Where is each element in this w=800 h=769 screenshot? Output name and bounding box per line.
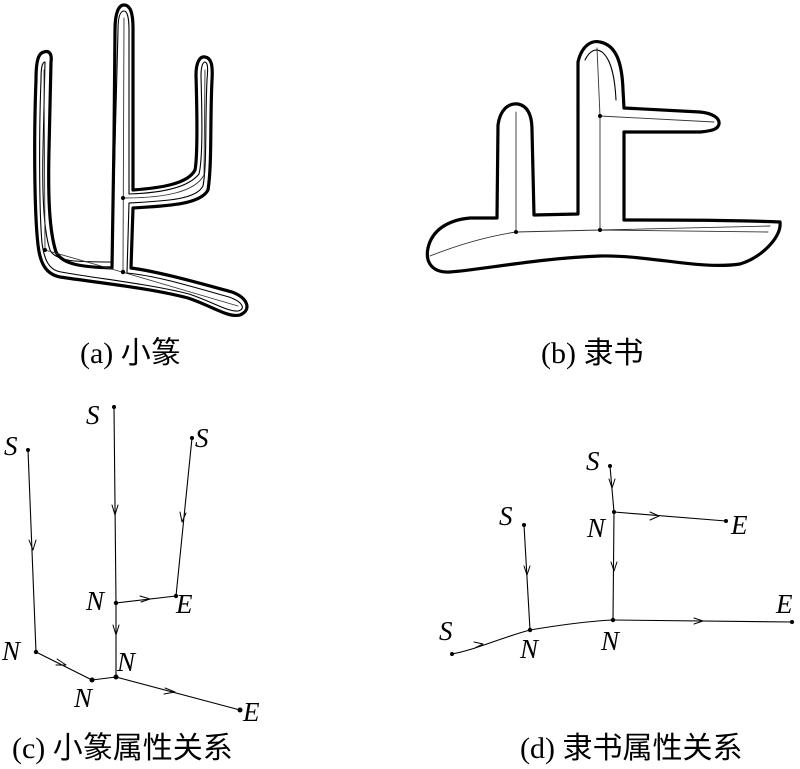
node-d-e2: [790, 620, 794, 624]
clerical-skel-node: [514, 230, 518, 234]
edge-c-n4-e1: [115, 595, 177, 604]
arrow-c: [179, 511, 187, 523]
node-c-n3: [113, 674, 119, 680]
node-c-n1: [33, 649, 39, 655]
arrow-d: [523, 565, 531, 576]
clerical-glyph-outline: [425, 39, 782, 274]
arrow-d: [608, 478, 616, 489]
arrow-d: [693, 617, 704, 625]
label-d-s1: S: [586, 446, 600, 476]
arrow-d: [610, 561, 618, 572]
label-c-n4: N: [85, 586, 106, 616]
edge-c-s2-n4: [113, 406, 117, 604]
edge-c-n1-n2: [35, 651, 93, 681]
node-c-s3: [190, 436, 194, 440]
node-c-s1: [26, 448, 30, 452]
edge-d-n1-e1: [613, 511, 727, 522]
panel-c-caption: (c) 小篆属性关系: [12, 732, 233, 765]
panel-a-caption: (a) 小篆: [80, 337, 181, 370]
node-d-n3: [527, 627, 533, 633]
edge-d-n1-n2: [612, 511, 615, 621]
label-c-e2: E: [242, 697, 260, 727]
edge-c-s1-n1: [27, 449, 37, 653]
node-c-n2: [89, 677, 95, 683]
arrow-c: [111, 504, 119, 516]
label-d-e1: E: [730, 510, 748, 540]
edge-d-s3-n3: [451, 629, 531, 655]
node-d-e1: [724, 519, 728, 523]
node-c-e1: [173, 593, 179, 599]
label-c-e1: E: [175, 589, 193, 619]
label-d-s3: S: [439, 616, 453, 646]
clerical-glyph-skeleton: [429, 47, 771, 257]
edge-d-s2-n3: [523, 524, 531, 631]
node-d-s2: [522, 523, 526, 527]
node-c-n4: [113, 600, 119, 606]
edge-c-n2-n3: [91, 676, 117, 681]
label-d-n2: N: [600, 626, 621, 656]
label-d-e2: E: [775, 589, 793, 619]
panel-b-caption: (b) 隶书: [541, 337, 643, 370]
node-d-s3: [450, 652, 454, 656]
arrow-c: [139, 595, 151, 603]
node-d-n1: [612, 510, 616, 514]
panel-d-caption: (d) 隶书属性关系: [520, 732, 742, 765]
seal-glyph-outline: [33, 3, 249, 318]
label-c-n3: N: [116, 647, 137, 677]
seal-skel-node: [121, 196, 125, 200]
edge-c-n3-e2: [115, 676, 241, 711]
node-d-n2: [610, 617, 616, 623]
node-d-s1: [608, 464, 612, 468]
node-c-e2: [237, 707, 243, 713]
node-c-s2: [112, 405, 116, 409]
panel-d-graph: S S N E E S N N: [439, 446, 794, 664]
label-d-n3: N: [519, 634, 540, 664]
arrow-c: [55, 658, 67, 666]
clerical-skel-node: [598, 114, 602, 118]
arrow-d: [473, 641, 484, 649]
arrow-d: [649, 511, 660, 521]
clerical-glyph-inner-outline: [584, 49, 617, 101]
seal-glyph-skeleton: [43, 17, 239, 307]
label-d-n1: N: [586, 513, 607, 543]
arrow-c: [112, 624, 120, 636]
panel-c-graph: S S S N E N N N E: [1, 400, 260, 727]
seal-skel-node: [43, 248, 47, 252]
seal-skel-node: [120, 269, 126, 275]
label-d-s2: S: [499, 501, 513, 531]
label-c-s1: S: [4, 431, 18, 461]
edge-d-n3-n2: [529, 619, 614, 631]
clerical-skel-node: [598, 228, 602, 232]
label-c-n2: N: [73, 683, 94, 713]
panel-a-glyph: [33, 3, 249, 318]
label-c-s3: S: [195, 423, 209, 453]
label-c-n1: N: [1, 636, 22, 666]
arrow-c: [28, 539, 37, 551]
edge-d-s1-n1: [609, 465, 615, 513]
seal-glyph-inner-outline: [39, 10, 243, 312]
label-c-s2: S: [86, 400, 100, 430]
panel-b-glyph: [425, 39, 782, 274]
arrow-c: [163, 687, 176, 695]
